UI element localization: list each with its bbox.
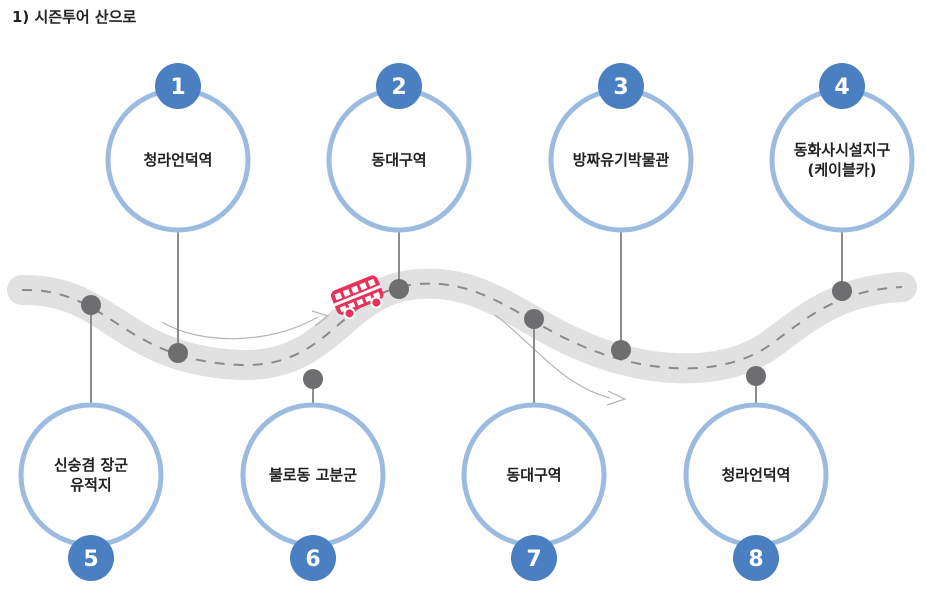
stop-label: 유적지 (70, 476, 111, 494)
stop-badge (376, 63, 422, 109)
road-pin (746, 366, 766, 386)
stop-badge (290, 535, 336, 581)
stop-4: 4 동화사시설지구 (케이블카) (769, 63, 915, 301)
stop-7: 7 동대구역 (461, 309, 607, 581)
stop-number: 2 (391, 75, 406, 100)
stop-8: 8 청라언덕역 (683, 366, 829, 581)
stop-6: 6 불로동 고분군 (240, 369, 386, 581)
road-pin (832, 281, 852, 301)
road-pin (524, 309, 544, 329)
stop-badge (733, 535, 779, 581)
stop-label: 동대구역 (506, 466, 561, 484)
stop-number: 5 (83, 547, 98, 572)
road-pin (611, 340, 631, 360)
stop-number: 4 (834, 75, 849, 100)
stop-number: 1 (170, 75, 185, 100)
stop-circle (18, 402, 164, 548)
stop-badge (68, 535, 114, 581)
stop-3: 3 방짜유기박물관 (548, 63, 694, 360)
direction-arrow-line (494, 314, 611, 399)
stop-label: 청라언덕역 (721, 466, 790, 484)
stop-label: 신숭겸 장군 (54, 456, 128, 474)
stop-label: 동화사시설지구 (794, 141, 891, 159)
road (7, 268, 917, 384)
stop-number: 8 (748, 547, 763, 572)
stop-label: 방짜유기박물관 (573, 151, 670, 169)
stop-1: 1 청라언덕역 (105, 63, 251, 363)
stop-badge (511, 535, 557, 581)
stop-badge (819, 63, 865, 109)
stop-2: 2 동대구역 (326, 63, 472, 299)
road-pin (389, 279, 409, 299)
stop-label: 청라언덕역 (143, 151, 212, 169)
stop-number: 7 (526, 547, 541, 572)
stop-number: 6 (305, 547, 320, 572)
road-pin (81, 295, 101, 315)
stop-number: 3 (613, 75, 628, 100)
arrow-icon (606, 390, 627, 406)
road-pin (168, 343, 188, 363)
direction-arrow-line (161, 316, 319, 340)
arrow-icon (311, 310, 330, 327)
stop-circle (769, 87, 915, 233)
stop-badge (155, 63, 201, 109)
stop-label: 동대구역 (371, 151, 426, 169)
road-pin (303, 369, 323, 389)
bus-icon (331, 275, 384, 320)
stop-label: 불로동 고분군 (269, 466, 357, 484)
stop-label: (케이블카) (808, 161, 877, 179)
page-title: 1) 시즌투어 산으로 (12, 8, 137, 26)
stop-badge (598, 63, 644, 109)
